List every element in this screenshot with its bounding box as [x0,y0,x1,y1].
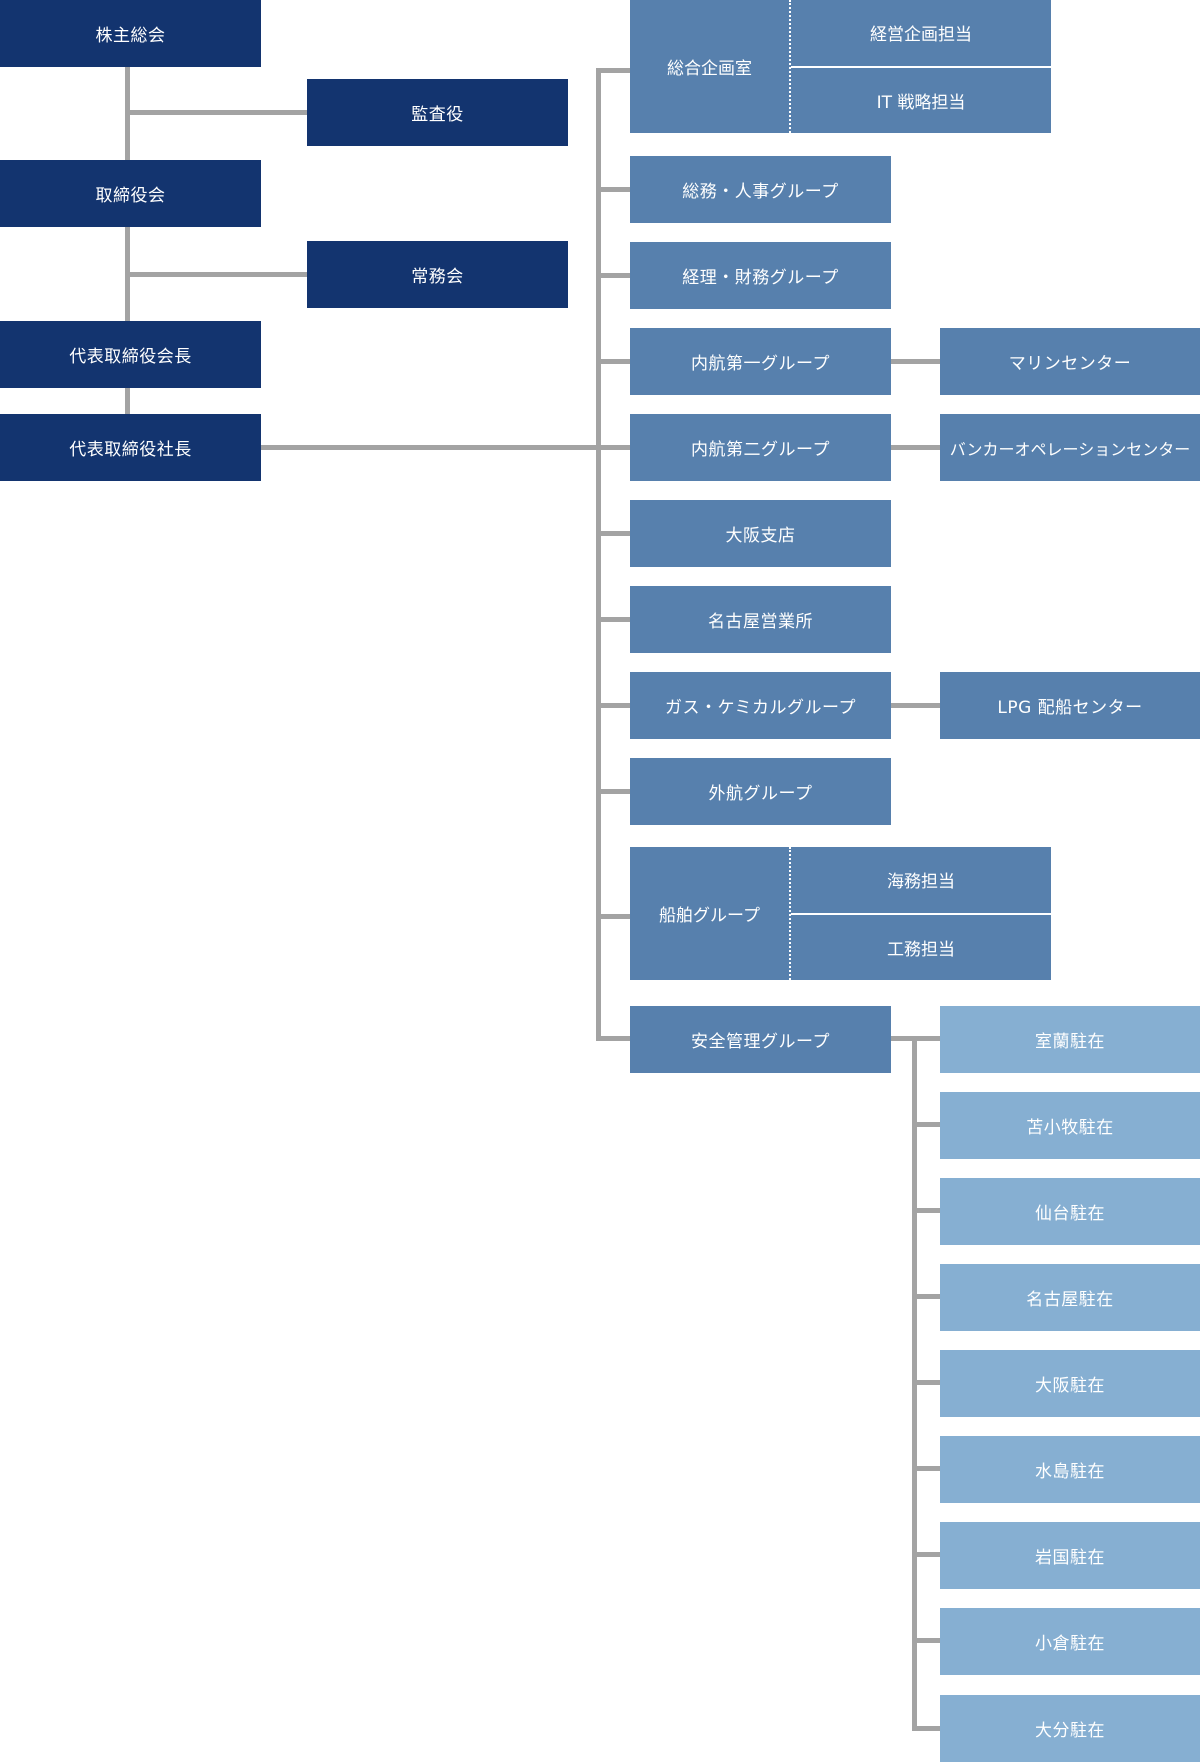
president-box: 代表取締役社長 [0,414,261,481]
planning-office-label: 総合企画室 [630,0,791,133]
connector-marine-center [890,359,940,364]
connector-branch-ship [596,914,630,919]
connector-branch-domestic2 [596,445,630,450]
station-sendai-box: 仙台駐在 [940,1178,1200,1245]
station-kokura-box: 小倉駐在 [940,1608,1200,1675]
connector-station-6 [912,1466,940,1471]
station-osaka-box: 大阪駐在 [940,1350,1200,1417]
connector-branch-ocean [596,789,630,794]
general-affairs-group-box: 総務・人事グループ [630,156,891,223]
connector-managing-committee [125,272,307,277]
station-mizushima-box: 水島駐在 [940,1436,1200,1503]
connector-station-2 [912,1122,940,1127]
connector-branch-osaka-branch [596,531,630,536]
accounting-group-box: 経理・財務グループ [630,242,891,309]
connector-bunker-center [890,445,940,450]
gas-chemical-group-box: ガス・ケミカルグループ [630,672,891,739]
connector-station-1 [912,1036,940,1041]
ship-sub-engineering: 工務担当 [791,912,1051,981]
ship-group-box: 船舶グループ 海務担当 工務担当 [630,847,1051,980]
bunker-operation-center-box: バンカーオペレーションセンター [940,414,1200,481]
connector-branch-domestic1 [596,359,630,364]
ocean-group-box: 外航グループ [630,758,891,825]
planning-sub-management: 経営企画担当 [870,25,972,46]
connector-trunk-vertical [596,68,601,1040]
connector-station-5 [912,1380,940,1385]
domestic-group-2-box: 内航第二グループ [630,414,891,481]
connector-branch-general-affairs [596,187,630,192]
osaka-branch-box: 大阪支店 [630,500,891,567]
marine-center-box: マリンセンター [940,328,1200,395]
station-nagoya-box: 名古屋駐在 [940,1264,1200,1331]
station-tomakomai-box: 苫小牧駐在 [940,1092,1200,1159]
connector-branch-safety [596,1036,630,1041]
connector-lpg-center [890,703,940,708]
connector-branch-accounting [596,273,630,278]
safety-management-group-box: 安全管理グループ [630,1006,891,1073]
managing-committee-box: 常務会 [307,241,568,308]
board-of-directors-box: 取締役会 [0,160,261,227]
ship-group-label: 船舶グループ [630,847,791,980]
station-muroran-box: 室蘭駐在 [940,1006,1200,1073]
connector-station-3 [912,1208,940,1213]
connector-station-9 [912,1726,940,1731]
connector-station-7 [912,1552,940,1557]
ship-sub-marine-affairs: 海務担当 [887,872,955,893]
shareholders-meeting-box: 株主総会 [0,0,261,67]
planning-sub-it-strategy: IT 戦略担当 [791,65,1051,134]
connector-branch-nagoya-office [596,617,630,622]
domestic-group-1-box: 内航第一グループ [630,328,891,395]
station-oita-box: 大分駐在 [940,1695,1200,1762]
connector-shareholders-president [125,66,130,415]
connector-station-4 [912,1294,940,1299]
nagoya-office-box: 名古屋営業所 [630,586,891,653]
chairman-box: 代表取締役会長 [0,321,261,388]
planning-office-box: 総合企画室 経営企画担当 IT 戦略担当 [630,0,1051,133]
connector-branch-gas-chemical [596,703,630,708]
connector-branch-planning [596,68,630,73]
auditor-box: 監査役 [307,79,568,146]
connector-auditor [125,110,307,115]
station-iwakuni-box: 岩国駐在 [940,1522,1200,1589]
connector-president-trunk [260,445,600,450]
connector-safety-stations [890,1036,917,1041]
connector-station-8 [912,1638,940,1643]
lpg-dispatch-center-box: LPG 配船センター [940,672,1200,739]
